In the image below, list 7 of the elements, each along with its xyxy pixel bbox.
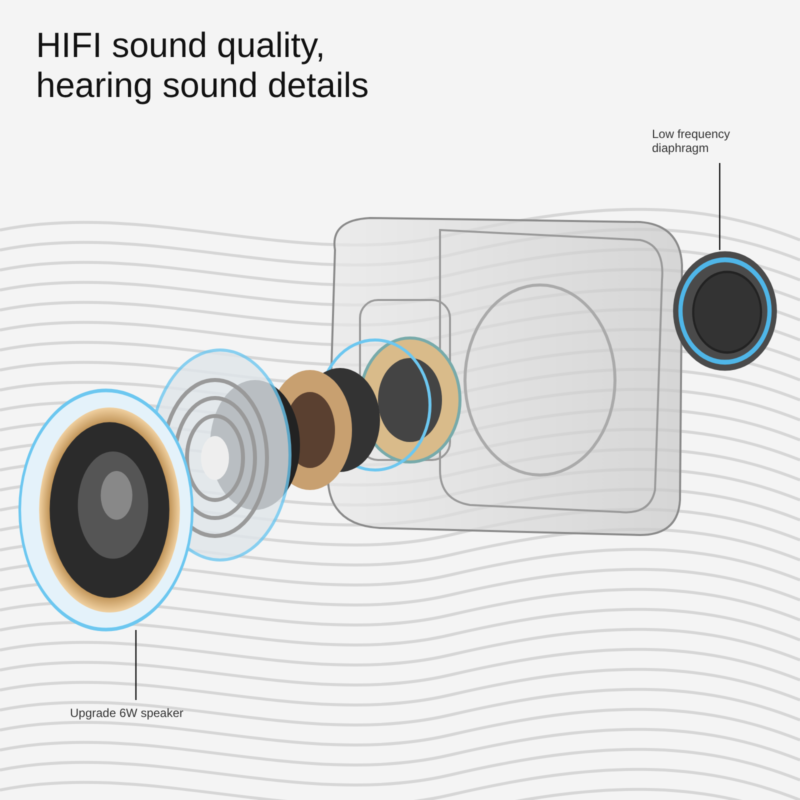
leader-line (719, 163, 720, 250)
diaphragm-drawing (672, 250, 778, 372)
callout-label: Low frequency diaphragm (652, 127, 732, 155)
leader-line (135, 630, 137, 700)
title: HIFI sound quality, hearing sound details (36, 26, 370, 106)
speaker-driver-drawing (18, 388, 194, 632)
callout-label: Upgrade 6W speaker (70, 706, 184, 720)
